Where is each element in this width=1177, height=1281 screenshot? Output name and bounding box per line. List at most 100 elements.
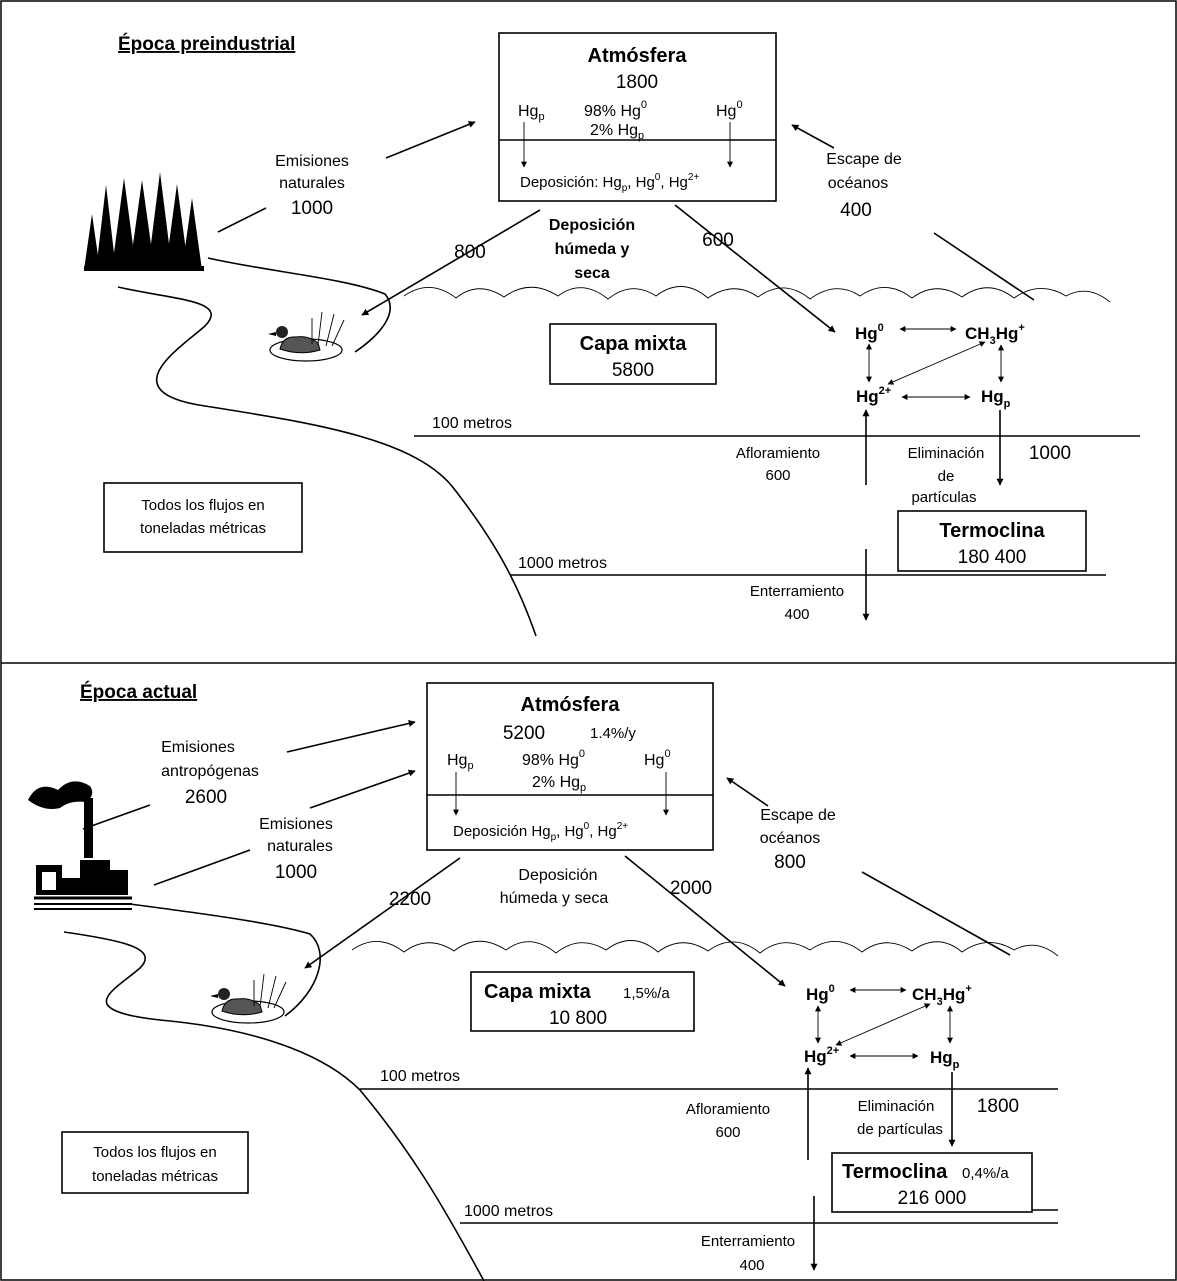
thermocline-value: 216 000	[898, 1188, 967, 1209]
particle-removal-value: 1000	[1029, 443, 1071, 464]
era-title: Época preindustrial	[118, 33, 295, 55]
deposition-ocean-arrow	[624, 855, 786, 987]
species-hg2: Hg2+	[804, 1045, 839, 1066]
panel-preindustrial: Época preindustrial Atmósfera 1800 Hgp 9…	[84, 32, 1140, 637]
natural-emissions-arrow	[309, 769, 416, 809]
burial-label: Enterramiento	[701, 1233, 795, 1250]
natural-emissions-label-1: Emisiones	[275, 153, 349, 170]
thermocline-title: Termoclina	[939, 520, 1045, 542]
deposition-label-1: Deposición	[518, 867, 597, 884]
atmosphere-hg0-label: Hg0	[644, 748, 671, 769]
atmosphere-box: Atmósfera 5200 1.4%/y Hgp 98% Hg0 2% Hgp…	[426, 682, 714, 851]
ocean-escape-value: 400	[840, 200, 872, 221]
species-hgp: Hgp	[930, 1048, 960, 1071]
atmosphere-growth: 1.4%/y	[590, 725, 636, 742]
mixed-layer-growth: 1,5%/a	[623, 985, 670, 1002]
atmosphere-value: 1800	[616, 72, 658, 93]
particle-removal-label-3: partículas	[911, 489, 976, 506]
particle-removal-label-1: Eliminación	[858, 1098, 935, 1115]
ocean-escape-label-2: océanos	[760, 830, 821, 847]
burial-value: 400	[739, 1257, 764, 1274]
forest-icon	[84, 172, 204, 271]
mixed-layer-value: 10 800	[549, 1008, 607, 1029]
anthropogenic-emissions-arrow	[286, 720, 416, 753]
ocean-escape-line	[933, 232, 1035, 301]
ocean-surface	[351, 940, 1059, 957]
units-note: Todos los flujos en toneladas métricas	[61, 1131, 249, 1194]
units-note: Todos los flujos en toneladas métricas	[103, 482, 303, 553]
era-title: Época actual	[80, 681, 197, 703]
atmosphere-box: Atmósfera 1800 Hgp 98% Hg0 2% Hgp Hg0 De…	[498, 32, 777, 202]
mixed-layer-title: Capa mixta	[484, 981, 592, 1003]
atmosphere-hgp-label: Hgp	[447, 752, 474, 772]
deposition-label-2: húmeda y	[555, 241, 630, 258]
svg-text:Todos los flujos en: Todos los flujos en	[93, 1144, 216, 1161]
atmosphere-deposition: Deposición Hgp, Hg0, Hg2+	[453, 821, 628, 843]
mixed-layer-box: Capa mixta 1,5%/a 10 800	[470, 971, 695, 1032]
depth-100-label: 100 metros	[432, 415, 512, 432]
deposition-land-value: 2200	[389, 889, 431, 910]
thermocline-box: Termoclina 0,4%/a 216 000	[831, 1152, 1033, 1213]
thermocline-box: Termoclina 180 400	[897, 510, 1087, 572]
mixed-layer-title: Capa mixta	[580, 333, 688, 355]
deposition-label-1: Deposición	[549, 217, 635, 234]
natural-emissions-value: 1000	[291, 198, 333, 219]
ocean-escape-label-1: Escape de	[826, 151, 902, 168]
depth-100-label: 100 metros	[380, 1068, 460, 1085]
river-bank-right	[129, 903, 321, 1017]
anthropogenic-emissions-label-1: Emisiones	[161, 739, 235, 756]
forest-pointer	[217, 207, 267, 233]
species-hg0: Hg0	[806, 983, 835, 1004]
ocean-escape-label-2: océanos	[828, 175, 889, 192]
particle-removal-label-2: de partículas	[857, 1121, 943, 1138]
burial-label: Enterramiento	[750, 583, 844, 600]
atmosphere-species-line2: 2% Hgp	[590, 122, 644, 142]
upwelling-value: 600	[765, 467, 790, 484]
factory-pointer-2	[153, 849, 251, 886]
ocean-escape-value: 800	[774, 852, 806, 873]
duck-icon	[210, 973, 287, 1024]
river-bank-left	[63, 931, 485, 1281]
ocean-escape-arrow	[726, 777, 769, 807]
river-bank-right	[207, 257, 391, 353]
ocean-escape-label-1: Escape de	[760, 807, 836, 824]
ocean-escape-arrow	[791, 124, 835, 149]
svg-text:toneladas métricas: toneladas métricas	[140, 520, 266, 537]
atmosphere-deposition: Deposición: Hgp, Hg0, Hg2+	[520, 172, 699, 194]
mixed-layer-value: 5800	[612, 360, 654, 381]
atmosphere-species-line1: 98% Hg0	[584, 99, 647, 120]
deposition-label-2: húmeda y seca	[500, 890, 609, 907]
factory-pointer-1	[82, 804, 151, 830]
deposition-land-arrow	[361, 209, 541, 316]
svg-text:Todos los flujos en: Todos los flujos en	[141, 497, 264, 514]
atmosphere-value: 5200	[503, 723, 545, 744]
mercury-species-cycle: Hg0 CH3Hg+ Hg2+ Hgp	[855, 322, 1025, 410]
species-hgp: Hgp	[981, 387, 1011, 410]
species-hg0: Hg0	[855, 322, 884, 343]
natural-emissions-label-2: naturales	[279, 175, 345, 192]
atmosphere-title: Atmósfera	[521, 694, 621, 716]
particle-removal-value: 1800	[977, 1096, 1019, 1117]
atmosphere-species-line1: 98% Hg0	[522, 748, 585, 769]
factory-icon	[28, 781, 132, 910]
svg-text:toneladas métricas: toneladas métricas	[92, 1168, 218, 1185]
particle-removal-label-2: de	[938, 468, 955, 485]
thermocline-growth: 0,4%/a	[962, 1165, 1009, 1182]
natural-emissions-value: 1000	[275, 862, 317, 883]
depth-1000-label: 1000 metros	[464, 1203, 553, 1220]
ocean-escape-line	[861, 871, 1011, 956]
natural-emissions-arrow	[385, 121, 476, 159]
species-ch3hg: CH3Hg+	[912, 983, 972, 1008]
anthropogenic-emissions-value: 2600	[185, 787, 227, 808]
anthropogenic-emissions-label-2: antropógenas	[161, 763, 259, 780]
atmosphere-species-line2: 2% Hgp	[532, 774, 586, 794]
atmosphere-hg0-label: Hg0	[716, 99, 743, 120]
river-bank-left	[117, 286, 537, 637]
natural-emissions-label-2: naturales	[267, 838, 333, 855]
depth-1000-label: 1000 metros	[518, 555, 607, 572]
duck-icon	[268, 311, 345, 362]
atmosphere-hgp-label: Hgp	[518, 103, 545, 123]
upwelling-label: Afloramiento	[736, 445, 820, 462]
thermocline-value: 180 400	[958, 547, 1027, 568]
